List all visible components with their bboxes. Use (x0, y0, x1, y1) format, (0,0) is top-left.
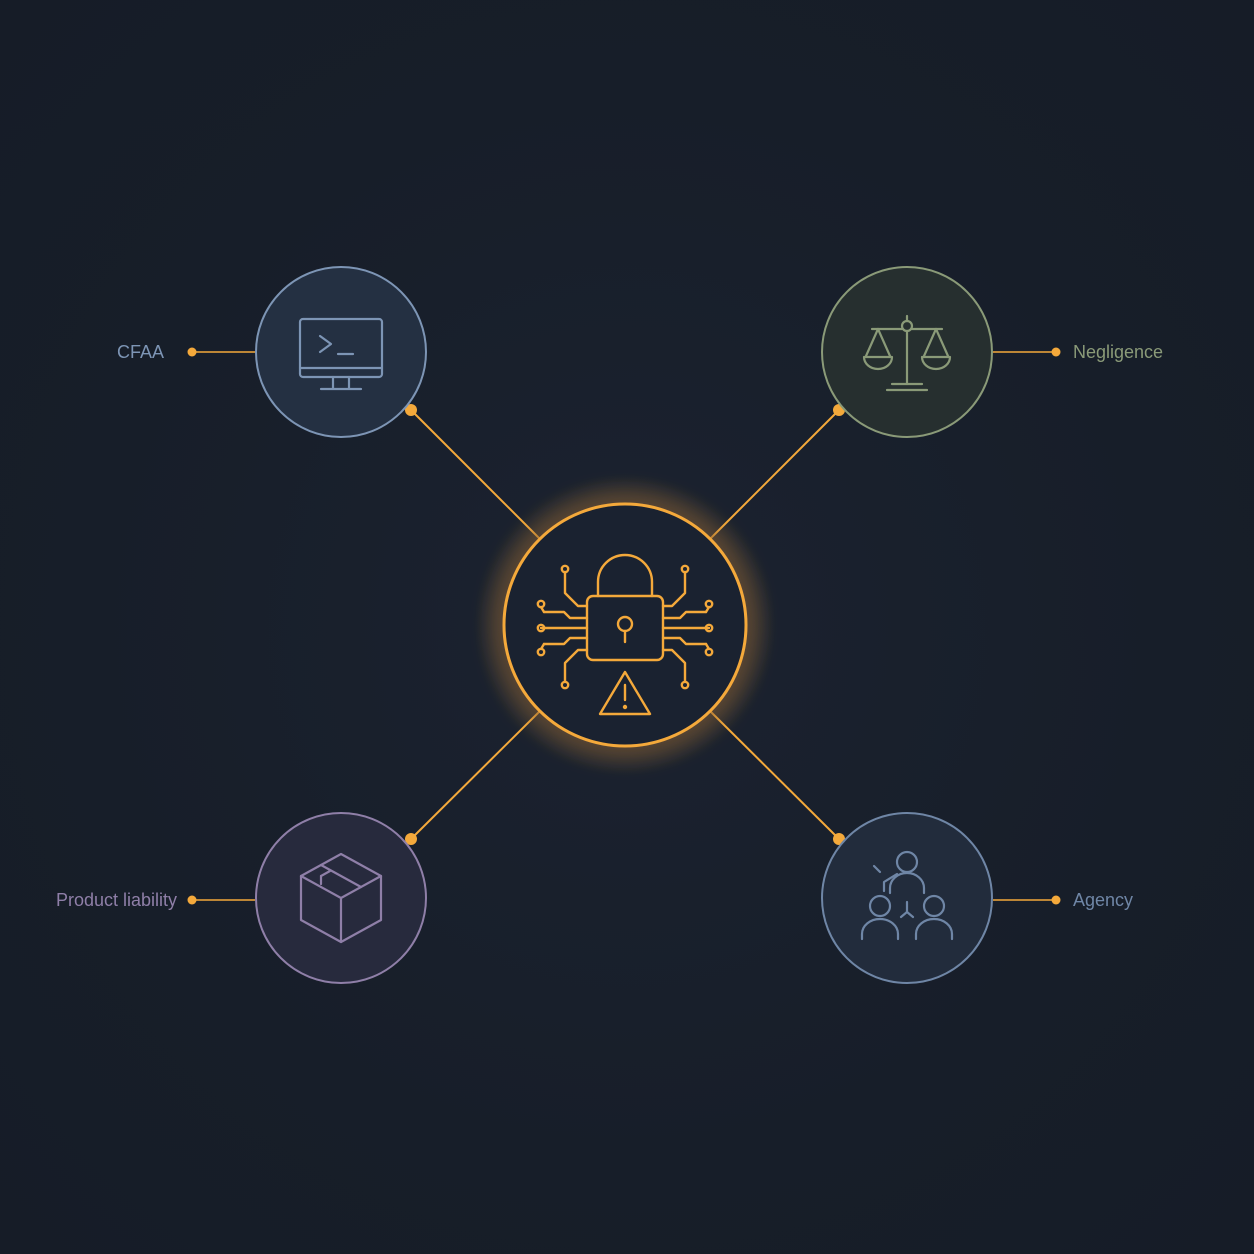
node-label-negligence: Negligence (1073, 342, 1164, 362)
node-product-liability[interactable] (255, 812, 427, 984)
node-label-product-liability: Product liability (55, 890, 177, 910)
connector-cfaa (410, 409, 540, 539)
node-label-cfaa: CFAA (116, 342, 164, 362)
padlock-circuit-warning-icon (536, 553, 714, 716)
computer-terminal-icon (298, 317, 384, 391)
label-leaders (187, 347, 1061, 905)
package-box-icon (299, 852, 383, 944)
connector-dot-product-liability (405, 833, 417, 845)
leader-dot-negligence (1051, 347, 1061, 357)
connector-lines (410, 409, 840, 840)
people-hierarchy-icon (860, 850, 954, 941)
node-cfaa[interactable] (255, 266, 427, 438)
connector-product-liability (410, 711, 540, 840)
connector-dot-cfaa (405, 404, 417, 416)
node-agency[interactable] (821, 812, 993, 984)
node-agency-circle (821, 812, 993, 984)
hub-node (475, 475, 775, 775)
connector-negligence (710, 409, 840, 539)
leader-dot-product-liability (187, 895, 197, 905)
connector-dots (405, 404, 845, 845)
scales-of-justice-icon (862, 314, 952, 392)
leader-dot-agency (1051, 895, 1061, 905)
leader-dot-cfaa (187, 347, 197, 357)
connector-agency (710, 711, 840, 840)
node-cfaa-circle (255, 266, 427, 438)
node-label-agency: Agency (1073, 890, 1134, 910)
node-negligence[interactable] (821, 266, 993, 438)
